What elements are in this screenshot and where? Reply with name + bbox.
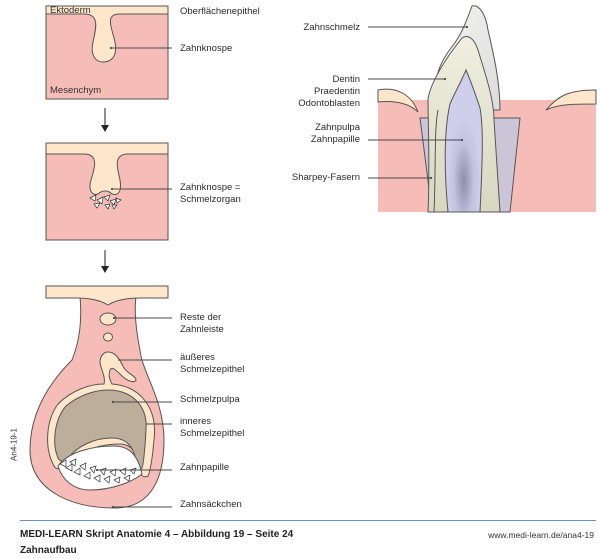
footer-divider (20, 520, 596, 521)
praedentin-label: Praedentin (314, 86, 360, 97)
stage2-enamel-organ: Zahnknospe = Schmelzorgan (45, 142, 241, 241)
mesenchyme-condensation (89, 194, 122, 210)
aeusseres-schmelzepithel-label-2: Schmelzepithel (180, 364, 244, 375)
reste-zahnleiste-label-1: Reste der (180, 312, 221, 323)
inneres-schmelzepithel-label-2: Schmelzepithel (180, 428, 244, 439)
figure-source: MEDI-LEARN Skript Anatomie 4 – Abbildung… (20, 529, 294, 540)
gingiva-left (377, 88, 419, 113)
epithelium-band (45, 285, 169, 306)
zahnknospe-schmelzorgan-label-2: Schmelzorgan (180, 194, 241, 205)
stage1-tooth-bud: Ektoderm Mesenchym Oberflächenepithel Za… (45, 5, 260, 100)
zahnknospe-schmelzorgan-label-1: Zahnknospe = (180, 182, 241, 193)
schmelzpulpa (54, 389, 147, 470)
zahnleiste-remnant (99, 312, 117, 326)
arrow-down-icon (101, 108, 109, 132)
gingiva-right (545, 89, 597, 111)
mesenchyme-label: Mesenchym (50, 85, 101, 96)
ectoderm-label: Ektoderm (50, 5, 91, 16)
odontoblasten-label: Odontoblasten (298, 98, 360, 109)
sharpey-fasern-label: Sharpey-Fasern (292, 172, 360, 183)
zahnpapille-label: Zahnpapille (180, 462, 229, 473)
figure-url[interactable]: www.medi-learn.de/ana4-19 (488, 530, 594, 540)
zahnpapille-tooth-label: Zahnpapille (311, 134, 360, 145)
stage3-bell-stage: Reste der Zahnleiste äußeres Schmelzepit… (29, 285, 244, 510)
arrow-down-icon (101, 250, 109, 273)
zahnleiste-remnant (103, 332, 113, 342)
mature-tooth: Zahnschmelz Dentin Praedentin Odontoblas… (292, 5, 597, 213)
figure-code: An4-19-1 (9, 428, 19, 461)
aeusseres-schmelzepithel-label-1: äußeres (180, 352, 215, 363)
reste-zahnleiste-label-2: Zahnleiste (180, 324, 224, 335)
zahnpulpa (444, 68, 483, 213)
inneres-schmelzepithel-label-1: inneres (180, 416, 211, 427)
zahnschmelz-label: Zahnschmelz (304, 22, 361, 33)
zahnknospe-label: Zahnknospe (180, 43, 232, 54)
zahnpapille (57, 445, 143, 491)
papilla-cells (59, 458, 137, 484)
ectoderm-bud (45, 5, 169, 63)
zahnpulpa-label: Zahnpulpa (315, 122, 361, 133)
schmelzpulpa-label: Schmelzpulpa (180, 394, 240, 405)
zahnsaeckchen-label: Zahnsäckchen (180, 499, 242, 510)
dentin-label: Dentin (333, 74, 360, 85)
figure-title: Zahnaufbau (20, 545, 77, 556)
oberflaechenepithel-label: Oberflächenepithel (180, 6, 260, 17)
